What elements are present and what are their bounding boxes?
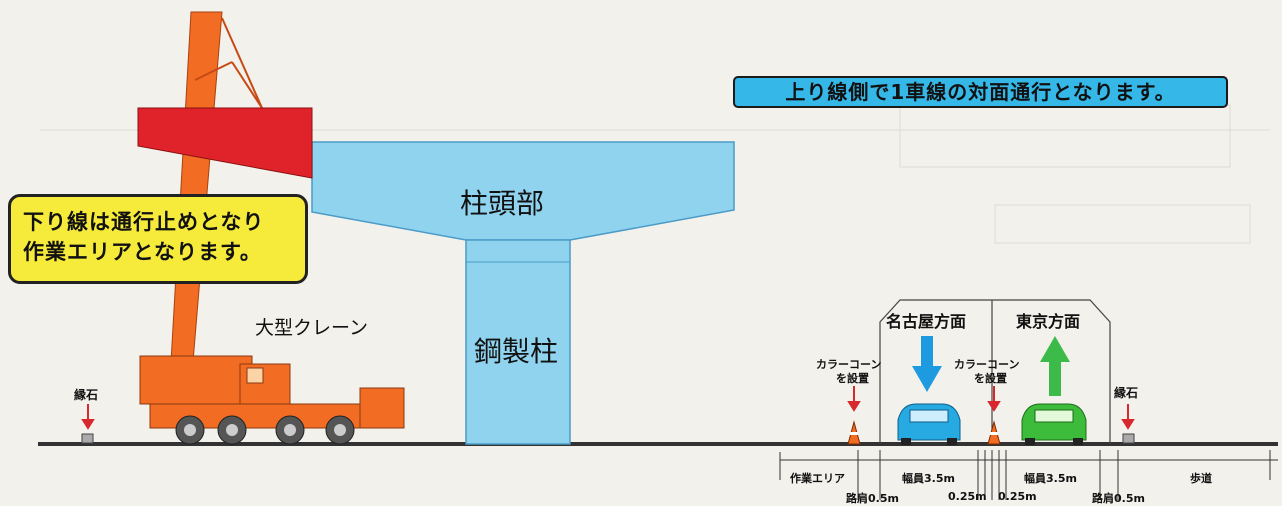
dim-lane-width-2: 幅員3.5m (1024, 472, 1077, 485)
car-blue (897, 403, 961, 445)
arrow-tokyo (1040, 336, 1070, 396)
dim-shoulder-right: 路肩0.5m (1092, 492, 1145, 505)
crane-boom (170, 11, 223, 363)
cone-right (987, 420, 1001, 445)
dim-gap-1: 0.25m (948, 490, 987, 503)
curb-left-stone (81, 433, 94, 444)
pier-head-label: 柱頭部 (460, 187, 545, 220)
dim-sidewalk: 歩道 (1190, 472, 1212, 485)
lane-label-tokyo: 東京方面 (1016, 312, 1081, 331)
cone-left-label-1: カラーコーン (816, 358, 882, 371)
callout-left-line2: 作業エリアとなります。 (23, 240, 262, 264)
curb-arrows (81, 404, 1135, 430)
lane-label-nagoya: 名古屋方面 (886, 312, 967, 331)
cone-right-label-2: を設置 (974, 372, 1007, 385)
cone-right-label-1: カラーコーン (954, 358, 1020, 371)
cone-left-label-2: を設置 (836, 372, 869, 385)
dim-work-area: 作業エリア (790, 472, 845, 485)
callout-one-lane-traffic: 上り線側で1車線の対面通行となります。 (733, 76, 1228, 108)
cone-arrows (847, 386, 1001, 412)
pier (311, 141, 735, 445)
clearance-outline (879, 299, 1111, 444)
arrow-nagoya (912, 336, 942, 392)
ground-line (38, 442, 1278, 446)
steel-column-shape (465, 239, 571, 445)
crane-counterweight-block (137, 107, 313, 179)
dim-gap-2: 0.25m (998, 490, 1037, 503)
dim-shoulder-left: 路肩0.5m (846, 492, 899, 505)
callout-work-area: 下り線は通行止めとなり 作業エリアとなります。 (8, 194, 308, 284)
curb-right-stone (1122, 433, 1135, 444)
dim-lane-width-1: 幅員3.5m (902, 472, 955, 485)
cone-left (847, 420, 861, 445)
steel-column-label: 鋼製柱 (474, 335, 559, 368)
curb-left-label: 縁石 (74, 388, 99, 402)
callout-left-line1: 下り線は通行止めとなり (23, 210, 265, 234)
crane-label: 大型クレーン (255, 317, 369, 339)
curb-right-label: 縁石 (1114, 386, 1139, 400)
dimension-lines (779, 450, 1278, 500)
car-green (1021, 403, 1087, 445)
